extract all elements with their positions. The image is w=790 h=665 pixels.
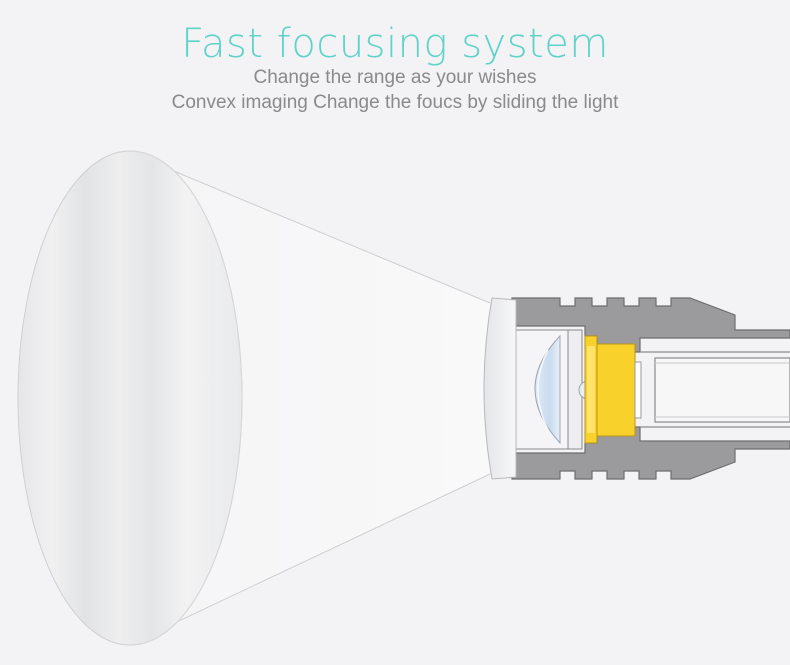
page-title: Fast focusing system — [181, 21, 609, 67]
projected-light-disc — [17, 150, 243, 646]
subtitle-line-1: Change the range as your wishes — [253, 67, 537, 88]
led-module — [584, 335, 642, 444]
flashlight-head — [483, 297, 790, 480]
subtitle-line-2: Convex imaging Change the foucs by slidi… — [171, 92, 619, 113]
